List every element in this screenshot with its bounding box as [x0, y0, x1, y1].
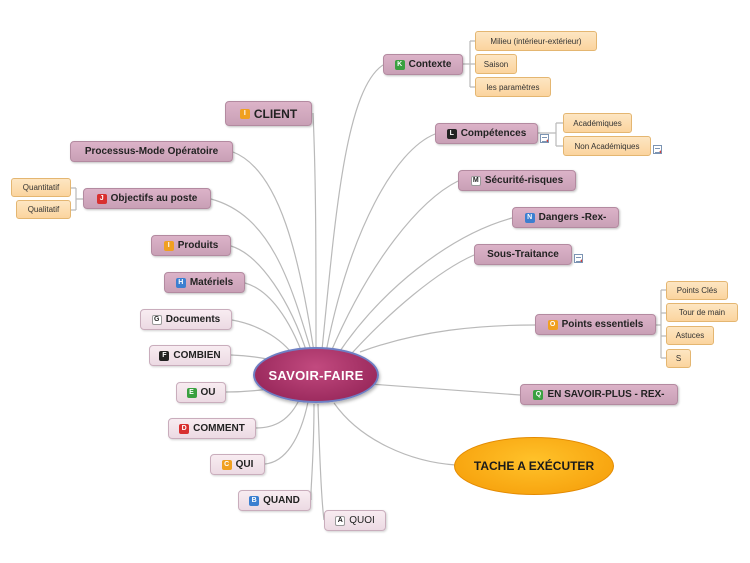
- branch-documents[interactable]: G Documents: [140, 309, 232, 330]
- link-points: [359, 324, 536, 353]
- branch-qui[interactable]: C QUI: [210, 454, 265, 475]
- branch-documents-label: Documents: [165, 314, 221, 325]
- badge-b-icon: B: [249, 495, 260, 506]
- note-icon[interactable]: [574, 254, 583, 263]
- branch-processus[interactable]: Processus-Mode Opératoire: [70, 141, 233, 162]
- link-soustraitance: [343, 254, 475, 363]
- badge-k-icon: K: [394, 59, 405, 70]
- link-materiels: [244, 282, 305, 359]
- branch-qui-label: QUI: [235, 459, 254, 470]
- branch-produits[interactable]: I Produits: [151, 235, 231, 256]
- note-icon[interactable]: [540, 134, 549, 143]
- branch-comment[interactable]: D COMMENT: [168, 418, 256, 439]
- link-quand: [310, 403, 315, 501]
- branch-ou[interactable]: E OU: [176, 382, 226, 403]
- badge-i-icon: I: [239, 108, 250, 119]
- branch-ou-label: OU: [200, 387, 216, 398]
- link-processus: [232, 151, 315, 353]
- branch-dangers-label: Dangers -Rex-: [538, 212, 607, 223]
- branch-securite-label: Sécurité-risques: [484, 175, 564, 186]
- link-client: [312, 112, 317, 351]
- branch-soustraitance-label: Sous-Traitance: [487, 249, 559, 260]
- badge-n-icon: N: [524, 212, 535, 223]
- badge-l-icon: L: [446, 128, 457, 139]
- badge-h-icon: H: [175, 277, 186, 288]
- leaf-points-cles[interactable]: Points Clés: [666, 281, 728, 300]
- link-points-leaves: [656, 289, 666, 359]
- leaf-quantitatif[interactable]: Quantitatif: [11, 178, 71, 197]
- leaf-non-academiques[interactable]: Non Académiques: [563, 136, 651, 156]
- badge-f-icon: F: [159, 350, 170, 361]
- link-dangers: [335, 217, 513, 358]
- badge-o-icon: O: [547, 319, 558, 330]
- branch-processus-label: Processus-Mode Opératoire: [84, 146, 219, 157]
- branch-contexte-label: Contexte: [408, 59, 452, 70]
- leaf-tour-de-main[interactable]: Tour de main: [666, 303, 738, 322]
- badge-d-icon: D: [179, 423, 190, 434]
- branch-ensavoir[interactable]: Q EN SAVOIR-PLUS - REX-: [520, 384, 678, 405]
- branch-soustraitance[interactable]: Sous-Traitance: [474, 244, 572, 265]
- badge-q-icon: Q: [533, 389, 544, 400]
- badge-g-icon: G: [151, 314, 162, 325]
- branch-objectifs[interactable]: J Objectifs au poste: [83, 188, 211, 209]
- badge-e-icon: E: [186, 387, 197, 398]
- leaf-s[interactable]: S: [666, 349, 691, 368]
- branch-produits-label: Produits: [177, 240, 219, 251]
- link-qui: [264, 401, 309, 465]
- branch-quand[interactable]: B QUAND: [238, 490, 311, 511]
- central-topic[interactable]: SAVOIR-FAIRE: [253, 347, 379, 403]
- link-competences-leaves: [538, 122, 563, 147]
- branch-competences[interactable]: L Compétences: [435, 123, 538, 144]
- task-topic[interactable]: TACHE A EXÉCUTER: [454, 437, 614, 495]
- link-ensavoir: [369, 383, 521, 396]
- badge-i-icon: I: [163, 240, 174, 251]
- branch-client-label: CLIENT: [253, 106, 298, 121]
- badge-c-icon: C: [221, 459, 232, 470]
- badge-j-icon: J: [96, 193, 107, 204]
- note-icon[interactable]: [653, 145, 662, 154]
- badge-m-icon: M: [470, 175, 481, 186]
- badge-a-icon: A: [335, 515, 346, 526]
- link-competences: [325, 133, 436, 353]
- link-quoi: [317, 403, 325, 521]
- link-contexte-leaves: [463, 40, 475, 88]
- link-objectifs-leaves: [71, 187, 83, 211]
- link-produits: [230, 245, 309, 357]
- leaf-qualitatif[interactable]: Qualitatif: [16, 200, 71, 219]
- link-securite: [329, 180, 459, 355]
- link-comment: [255, 397, 301, 429]
- branch-points[interactable]: O Points essentiels: [535, 314, 656, 335]
- leaf-parametres[interactable]: les paramètres: [475, 77, 551, 97]
- branch-combien[interactable]: F COMBIEN: [149, 345, 231, 366]
- branch-competences-label: Compétences: [460, 128, 527, 139]
- branch-quoi[interactable]: A QUOI: [324, 510, 386, 531]
- branch-points-label: Points essentiels: [561, 319, 644, 330]
- branch-client[interactable]: I CLIENT: [225, 101, 312, 126]
- leaf-milieu[interactable]: Milieu (intérieur-extérieur): [475, 31, 597, 51]
- branch-ensavoir-label: EN SAVOIR-PLUS - REX-: [547, 389, 665, 400]
- link-contexte: [321, 64, 384, 351]
- branch-quand-label: QUAND: [263, 495, 300, 506]
- branch-materiels-label: Matériels: [189, 277, 234, 288]
- branch-materiels[interactable]: H Matériels: [164, 272, 245, 293]
- link-task: [333, 402, 457, 466]
- branch-comment-label: COMMENT: [193, 423, 245, 434]
- branch-contexte[interactable]: K Contexte: [383, 54, 463, 75]
- branch-dangers[interactable]: N Dangers -Rex-: [512, 207, 619, 228]
- leaf-saison[interactable]: Saison: [475, 54, 517, 74]
- branch-securite[interactable]: M Sécurité-risques: [458, 170, 576, 191]
- branch-quoi-label: QUOI: [349, 515, 375, 526]
- branch-combien-label: COMBIEN: [173, 350, 221, 361]
- branch-objectifs-label: Objectifs au poste: [110, 193, 198, 204]
- leaf-astuces[interactable]: Astuces: [666, 326, 714, 345]
- link-objectifs: [210, 198, 313, 355]
- leaf-academiques[interactable]: Académiques: [563, 113, 632, 133]
